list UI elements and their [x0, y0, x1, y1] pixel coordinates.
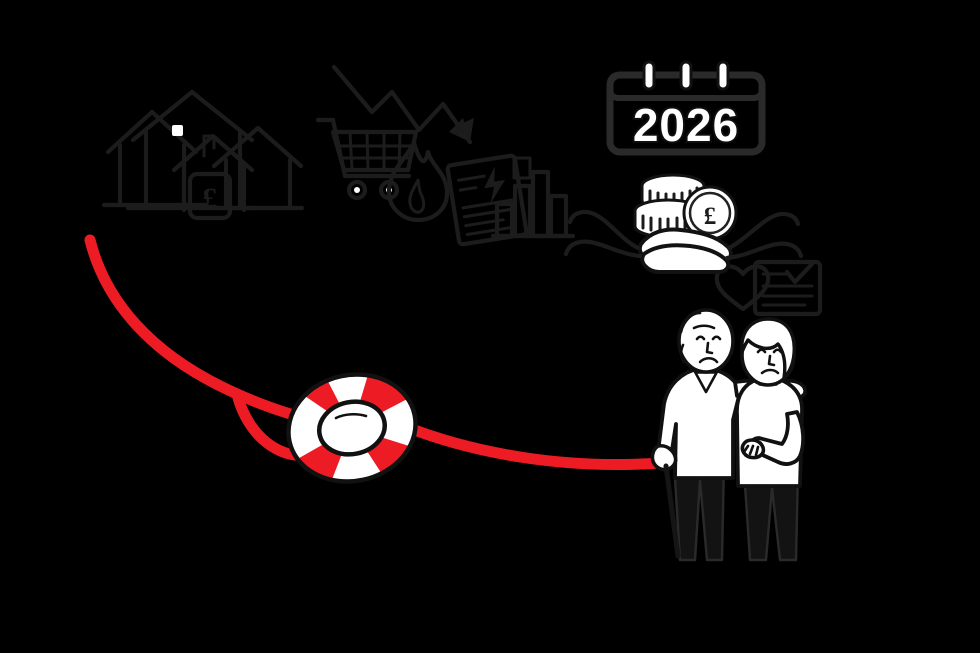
- calendar-year-label: 2026: [633, 99, 739, 151]
- roof-highlight-dot: [172, 125, 183, 136]
- house-icon: £: [101, 89, 305, 221]
- man-eye-right: [711, 335, 722, 341]
- bolt-glyph: [484, 166, 506, 204]
- pound-symbol-houses: £: [203, 182, 218, 215]
- heart-checklist-icon: [714, 259, 823, 317]
- bar-chart-down-icon: [490, 156, 576, 239]
- man-eye-left: [695, 335, 706, 341]
- cupped-hands: [563, 209, 804, 274]
- man-vneck: [692, 368, 720, 394]
- rope-right-segment: [398, 420, 666, 470]
- woman-mouth-frown: [760, 368, 780, 375]
- calendar-rings: [642, 60, 730, 91]
- pound-symbol-coin: £: [704, 203, 717, 230]
- elderly-woman: [735, 317, 805, 488]
- life-ring-inner-hole: [317, 399, 387, 457]
- life-ring-highlight: [334, 412, 368, 420]
- coin-stack: £: [633, 173, 738, 241]
- man-nose: [705, 341, 714, 355]
- man-ear: [679, 343, 686, 364]
- life-ring-outer-edge: [286, 372, 418, 484]
- woman-eye-left: [756, 348, 767, 354]
- couple-legs: [672, 460, 800, 562]
- woman-eye-right: [772, 348, 783, 354]
- calendar-body: 2026: [606, 60, 766, 156]
- woman-hair: [740, 317, 796, 380]
- man-brow: [692, 324, 716, 330]
- man-mouth-frown: [698, 356, 719, 364]
- pound-badge: [187, 171, 233, 221]
- walking-cane: [663, 463, 681, 559]
- man-hairline: [679, 311, 702, 334]
- woman-nose: [767, 354, 776, 367]
- document-bolt-icon: [445, 153, 529, 247]
- flame-icon: [386, 140, 450, 223]
- woman-fingers: [742, 444, 760, 457]
- man-head: [677, 308, 735, 374]
- arrow-down-trend-icon: [331, 64, 474, 145]
